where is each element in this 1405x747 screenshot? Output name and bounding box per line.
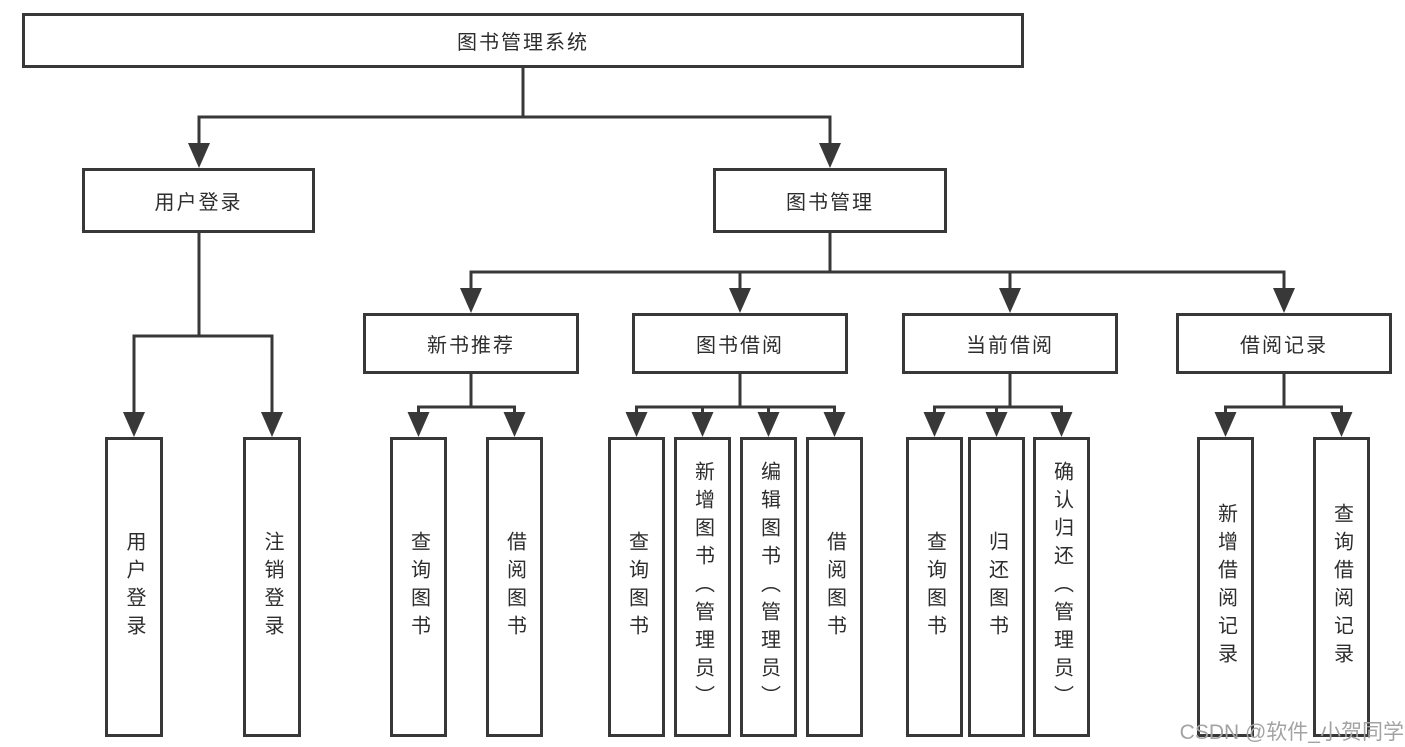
leaf-add-borrow-record: 新增借阅记录 bbox=[1197, 437, 1254, 737]
arrowhead-down-icon bbox=[999, 288, 1021, 313]
node-new-book-recommend: 新书推荐 bbox=[363, 313, 579, 374]
leaf-query-books-current-label: 查询图书 bbox=[923, 531, 946, 643]
leaf-borrow-books-recommend-label: 借阅图书 bbox=[503, 531, 526, 643]
leaf-return-books-label: 归还图书 bbox=[985, 531, 1008, 643]
leaf-query-books-recommend-label: 查询图书 bbox=[407, 531, 430, 643]
leaf-logout: 注销登录 bbox=[243, 437, 301, 737]
arrowhead-down-icon bbox=[407, 412, 430, 437]
leaf-user-login: 用户登录 bbox=[105, 437, 163, 737]
leaf-logout-label: 注销登录 bbox=[261, 531, 283, 643]
leaf-borrow-books-label: 借阅图书 bbox=[823, 531, 846, 643]
leaf-add-borrow-record-label: 新增借阅记录 bbox=[1214, 503, 1237, 671]
leaf-edit-books-admin: 编辑图书（管理员） bbox=[740, 437, 797, 737]
connector-records-to-leaves bbox=[1214, 374, 1353, 437]
arrowhead-down-icon bbox=[729, 288, 751, 313]
node-book-management-label: 图书管理 bbox=[786, 192, 874, 214]
node-current-borrowing-label: 当前借阅 bbox=[966, 335, 1054, 357]
arrowhead-down-icon bbox=[985, 412, 1008, 437]
leaf-confirm-return-admin: 确认归还（管理员） bbox=[1033, 437, 1090, 737]
leaf-query-borrow-record: 查询借阅记录 bbox=[1313, 437, 1370, 737]
leaf-borrow-books: 借阅图书 bbox=[806, 437, 863, 737]
node-root-label: 图书管理系统 bbox=[457, 32, 589, 54]
leaf-add-books-admin: 新增图书（管理员） bbox=[674, 437, 731, 737]
arrowhead-down-icon bbox=[1330, 412, 1353, 437]
node-book-borrowing-label: 图书借阅 bbox=[696, 335, 784, 357]
connector-bookmgmt-to-level3 bbox=[460, 233, 1295, 313]
node-new-book-recommend-label: 新书推荐 bbox=[427, 335, 515, 357]
leaf-query-books-recommend: 查询图书 bbox=[390, 437, 447, 737]
arrowhead-down-icon bbox=[625, 412, 648, 437]
arrowhead-down-icon bbox=[1214, 412, 1237, 437]
leaf-query-books-borrowing: 查询图书 bbox=[608, 437, 665, 737]
leaf-add-books-admin-label: 新增图书（管理员） bbox=[691, 461, 714, 713]
connector-current-to-leaves bbox=[923, 374, 1073, 437]
node-book-borrowing: 图书借阅 bbox=[632, 313, 848, 374]
arrowhead-down-icon bbox=[923, 412, 946, 437]
connector-newbooks-to-leaves bbox=[407, 374, 526, 437]
leaf-query-books-borrowing-label: 查询图书 bbox=[625, 531, 648, 643]
arrowhead-down-icon bbox=[819, 143, 841, 168]
arrowhead-down-icon bbox=[691, 412, 714, 437]
leaf-return-books: 归还图书 bbox=[968, 437, 1025, 737]
connector-root-to-level2 bbox=[188, 68, 841, 168]
node-user-login-label: 用户登录 bbox=[154, 192, 243, 214]
leaf-query-borrow-record-label: 查询借阅记录 bbox=[1330, 503, 1353, 671]
node-user-login: 用户登录 bbox=[82, 168, 315, 233]
arrowhead-down-icon bbox=[757, 412, 780, 437]
connector-userlogin-to-leaves bbox=[123, 233, 283, 437]
arrowhead-down-icon bbox=[261, 412, 283, 437]
leaf-borrow-books-recommend: 借阅图书 bbox=[486, 437, 543, 737]
arrowhead-down-icon bbox=[823, 412, 846, 437]
arrowhead-down-icon bbox=[1273, 288, 1295, 313]
node-borrow-records: 借阅记录 bbox=[1176, 313, 1392, 374]
leaf-user-login-label: 用户登录 bbox=[123, 531, 145, 643]
watermark: CSDN @软件_小贺同学 bbox=[1179, 721, 1404, 744]
arrowhead-down-icon bbox=[1050, 412, 1073, 437]
leaf-query-books-current: 查询图书 bbox=[906, 437, 963, 737]
connector-borrowing-to-leaves bbox=[625, 374, 846, 437]
leaf-edit-books-admin-label: 编辑图书（管理员） bbox=[757, 461, 780, 713]
arrowhead-down-icon bbox=[188, 143, 210, 168]
node-current-borrowing: 当前借阅 bbox=[902, 313, 1118, 374]
node-root: 图书管理系统 bbox=[22, 13, 1024, 68]
leaf-confirm-return-admin-label: 确认归还（管理员） bbox=[1050, 461, 1073, 713]
arrowhead-down-icon bbox=[123, 412, 145, 437]
arrowhead-down-icon bbox=[503, 412, 526, 437]
arrowhead-down-icon bbox=[460, 288, 482, 313]
node-borrow-records-label: 借阅记录 bbox=[1240, 335, 1328, 357]
node-book-management: 图书管理 bbox=[713, 168, 947, 233]
